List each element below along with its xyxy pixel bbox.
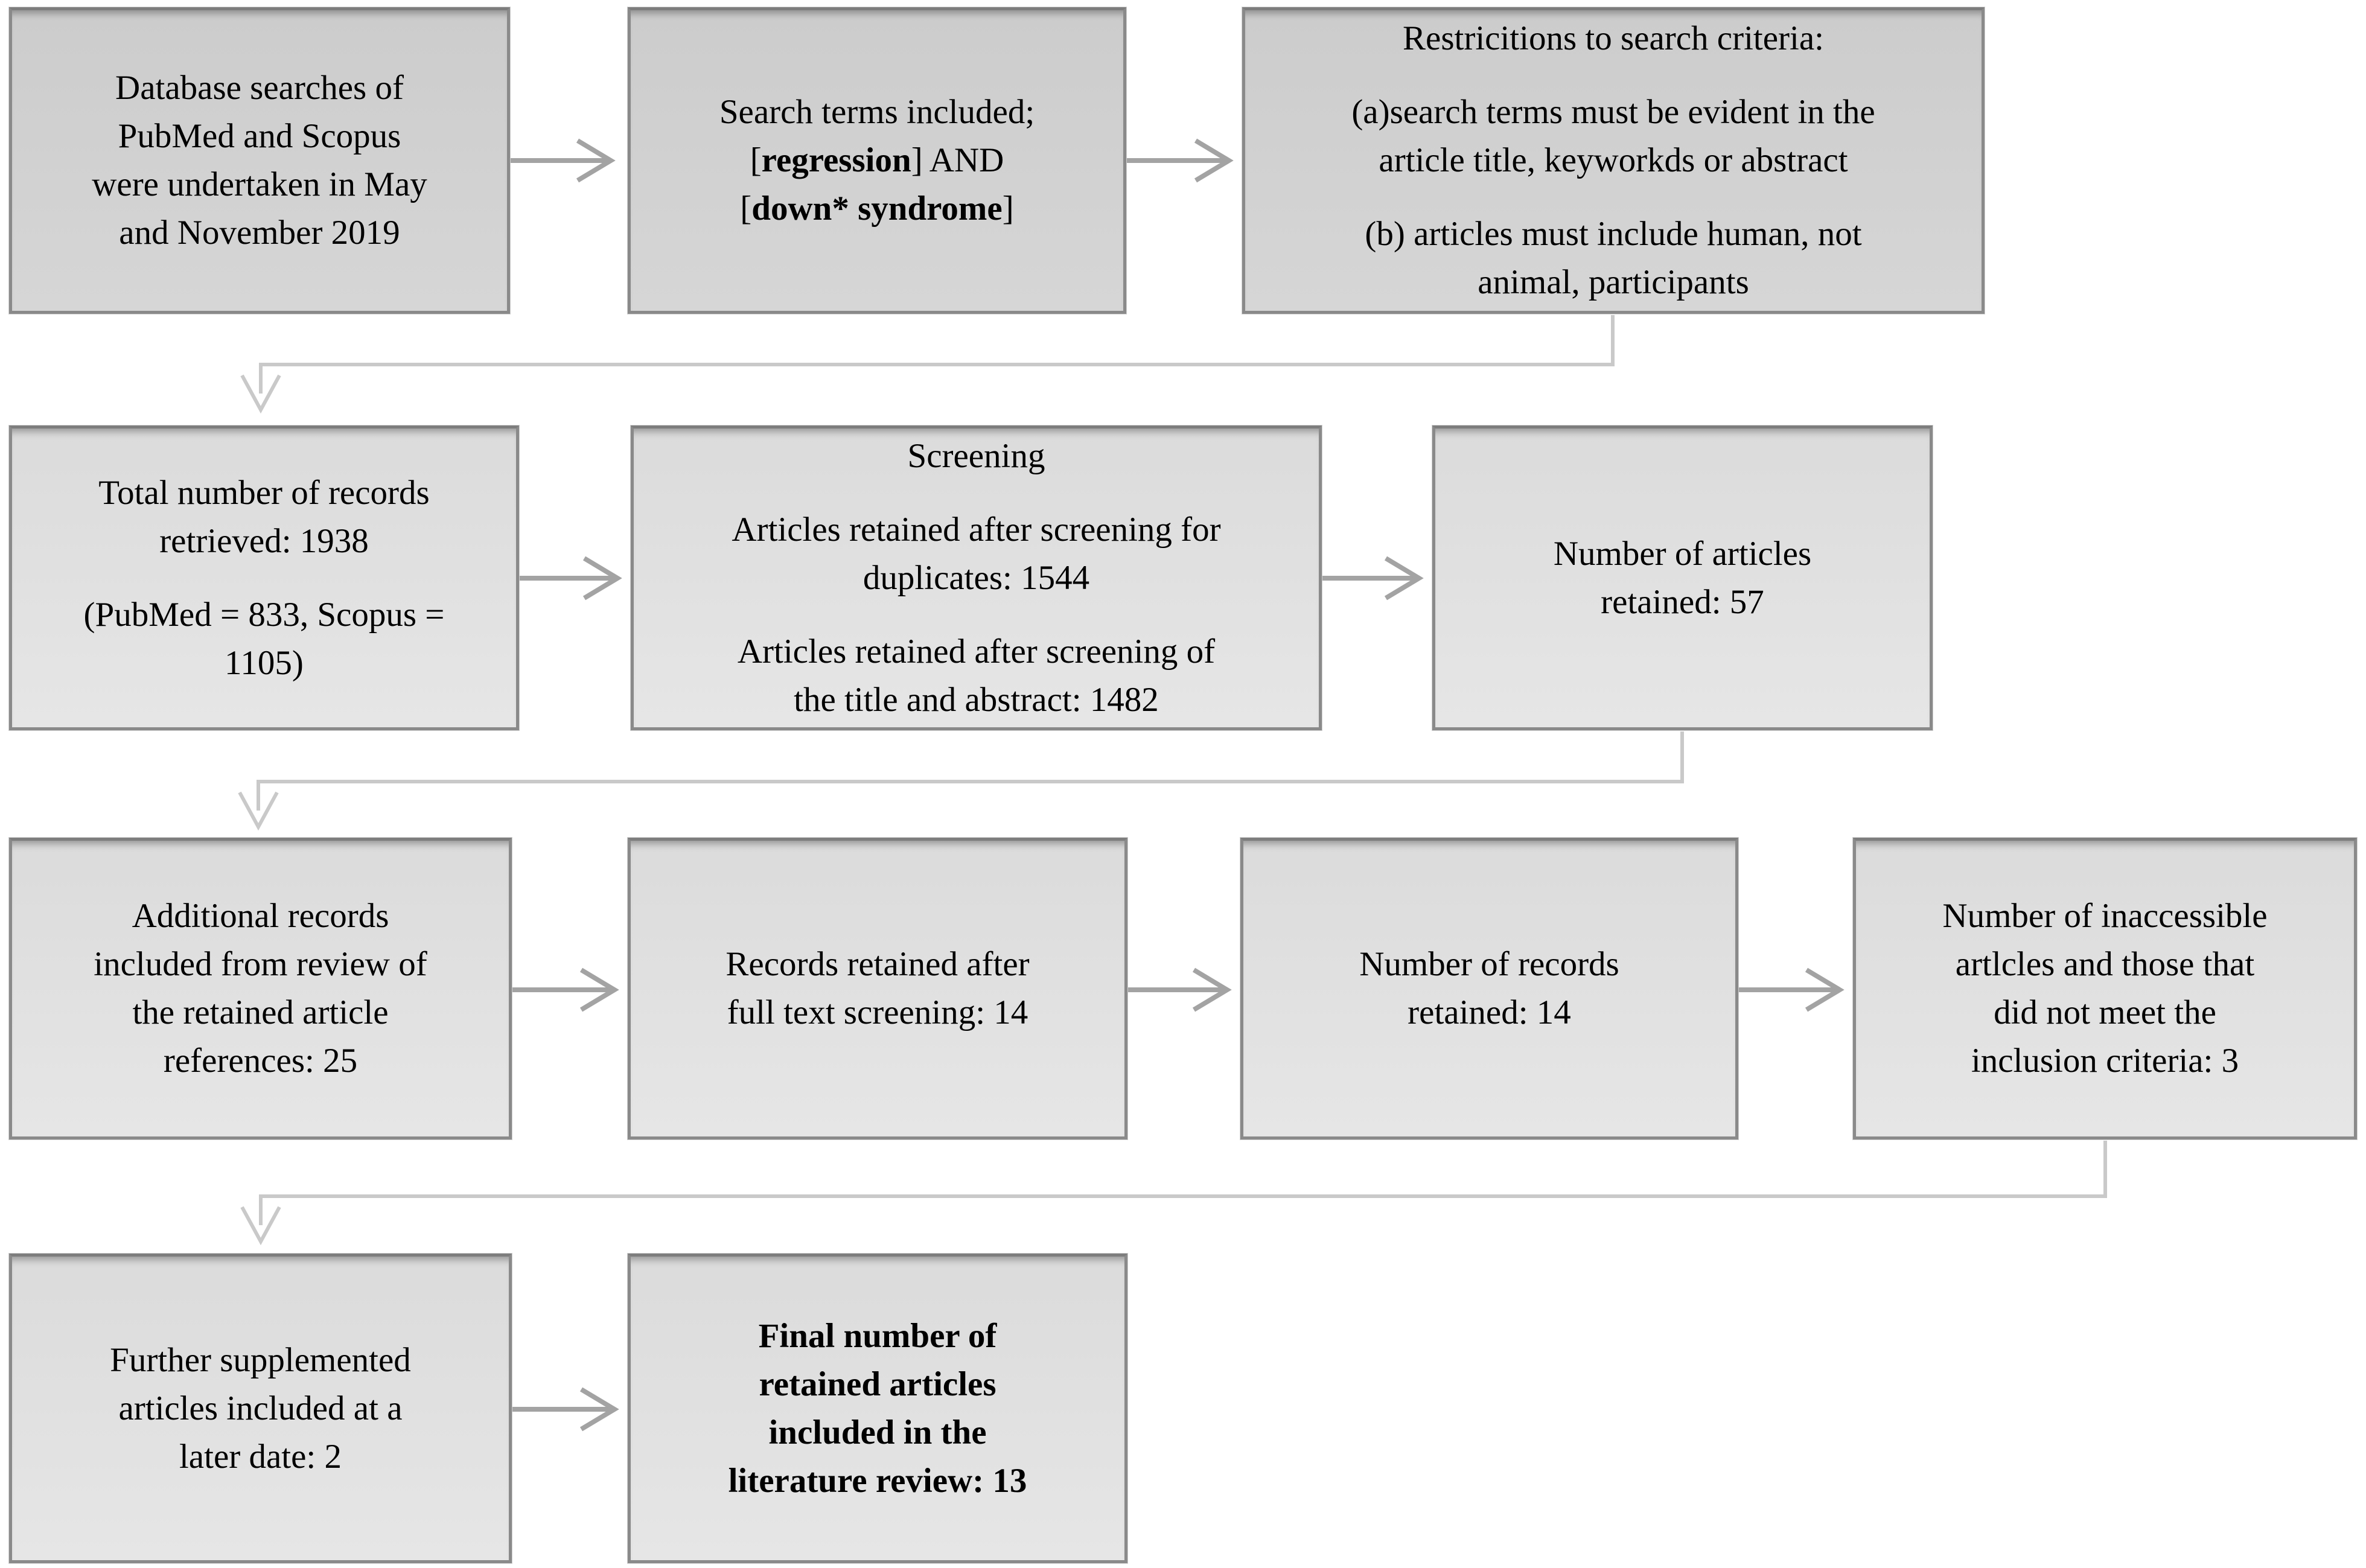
arrow-additional-records-to-full-text-screening <box>512 967 619 1012</box>
box-search-terms: Search terms included;[regression] AND[d… <box>628 7 1126 314</box>
arrow-records-retained-to-inaccessible-articles <box>1738 967 1845 1012</box>
box-text: (PubMed = 833, Scopus =1105) <box>83 595 445 682</box>
arrow-screening-to-articles-retained <box>1322 556 1424 601</box>
arrow-total-records-to-screening <box>519 556 622 601</box>
box-text: Restricitions to search criteria: <box>1403 19 1824 57</box>
arrow-supplemented-articles-to-final-retained <box>512 1387 619 1432</box>
arrow-database-searches-to-search-terms <box>510 138 616 183</box>
box-restrictions: Restricitions to search criteria: (a)sear… <box>1242 7 1985 314</box>
arrow-search-terms-to-restrictions <box>1126 138 1234 183</box>
box-text: Screening <box>907 436 1045 475</box>
elbow-inaccessible-articles-to-supplemented-articles <box>240 1141 2107 1246</box>
box-text: Search terms included;[regression] AND[d… <box>719 93 1035 228</box>
elbow-articles-retained-to-additional-records <box>238 731 1684 831</box>
arrow-full-text-screening-to-records-retained <box>1127 967 1232 1012</box>
elbow-restrictions-to-total-records <box>240 315 1615 414</box>
